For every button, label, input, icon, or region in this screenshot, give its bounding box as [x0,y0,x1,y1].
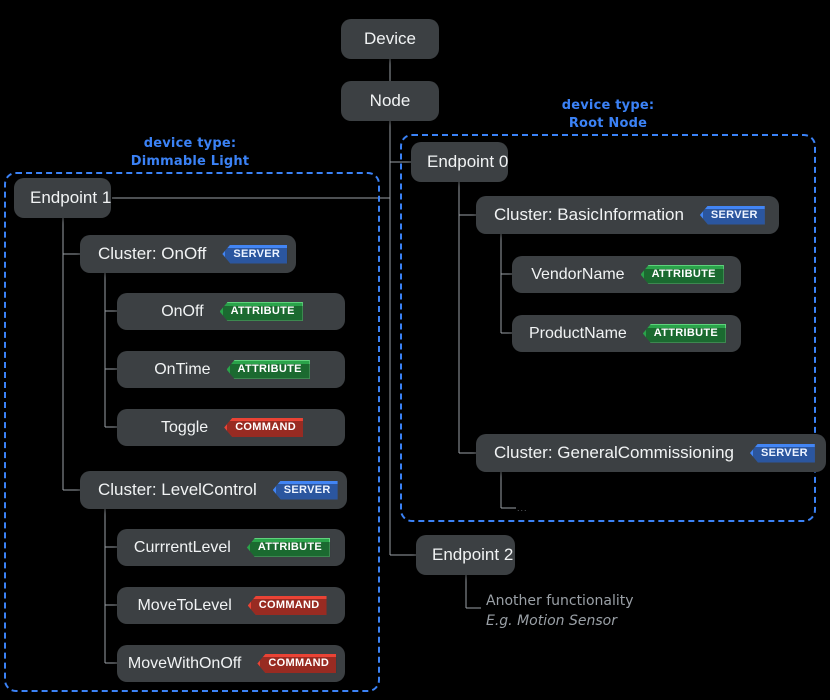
node-attribute-vendorname[interactable]: VendorName ATTRIBUTE [512,256,741,293]
node-label: OnOff [161,302,204,320]
status-badge-command: COMMAND [257,654,337,673]
node-label: Endpoint 1 [30,188,112,207]
status-badge-command: COMMAND [224,418,303,437]
node-label: Cluster: GeneralCommissioning [494,443,734,462]
status-badge-attribute: ATTRIBUTE [219,302,303,321]
status-badge-command: COMMAND [247,596,327,615]
node-label: Device [364,29,416,48]
node-cluster-levelcontrol[interactable]: Cluster: LevelControl SERVER [80,471,347,509]
node-label: ProductName [528,324,627,342]
status-badge-attribute: ATTRIBUTE [226,360,310,379]
status-badge-attribute: ATTRIBUTE [642,324,727,343]
group-frame-dimmable-light [4,172,380,692]
node-label: CurrrentLevel [133,538,231,556]
status-badge-server: SERVER [272,480,338,500]
generalcommissioning-more-ellipsis: ... [517,503,528,513]
node-label: OnTime [154,360,211,378]
node-label: MoveWithOnOff [127,654,242,672]
node-endpoint-1[interactable]: Endpoint 1 [14,178,111,218]
node-label: Toggle [161,418,209,436]
node-label: VendorName [531,265,625,283]
node-label: Endpoint 0 [427,152,509,171]
node-attribute-ontime[interactable]: OnTime ATTRIBUTE [117,351,345,388]
node-attribute-currentlevel[interactable]: CurrrentLevel ATTRIBUTE [117,529,345,566]
node-device[interactable]: Device [341,19,439,59]
group-label-kind: device type: [561,98,655,113]
group-label-root-node: device type: Root Node [508,97,708,133]
group-frame-root-node [400,134,816,522]
node-attribute-onoff[interactable]: OnOff ATTRIBUTE [117,293,345,330]
node-node[interactable]: Node [341,81,439,121]
node-endpoint-0[interactable]: Endpoint 0 [411,142,508,182]
endpoint-2-note-line1: Another functionality [486,593,634,609]
node-cluster-generalcommissioning[interactable]: Cluster: GeneralCommissioning SERVER [476,434,826,472]
node-endpoint-2[interactable]: Endpoint 2 [416,535,515,575]
node-label: Cluster: OnOff [98,244,207,263]
node-command-movewithonoff[interactable]: MoveWithOnOff COMMAND [117,645,345,682]
node-cluster-basicinformation[interactable]: Cluster: BasicInformation SERVER [476,196,779,234]
node-command-toggle[interactable]: Toggle COMMAND [117,409,345,446]
node-attribute-productname[interactable]: ProductName ATTRIBUTE [512,315,741,352]
group-label-name: Root Node [568,116,648,131]
node-command-movetolevel[interactable]: MoveToLevel COMMAND [117,587,345,624]
group-label-kind: device type: [143,136,237,151]
node-label: Cluster: LevelControl [98,480,257,499]
status-badge-attribute: ATTRIBUTE [640,265,724,284]
status-badge-server: SERVER [749,443,815,463]
node-cluster-onoff[interactable]: Cluster: OnOff SERVER [80,235,296,273]
node-label: Endpoint 2 [432,545,514,564]
status-badge-attribute: ATTRIBUTE [246,538,331,557]
status-badge-server: SERVER [222,244,288,264]
endpoint-2-note: Another functionality E.g. Motion Sensor [486,591,634,631]
node-label: Cluster: BasicInformation [494,205,684,224]
node-label: MoveToLevel [137,596,232,614]
status-badge-server: SERVER [699,205,765,225]
endpoint-2-note-line2: E.g. Motion Sensor [486,613,617,629]
group-label-dimmable-light: device type: Dimmable Light [70,135,310,171]
group-label-name: Dimmable Light [130,154,250,169]
node-label: Node [369,91,411,110]
